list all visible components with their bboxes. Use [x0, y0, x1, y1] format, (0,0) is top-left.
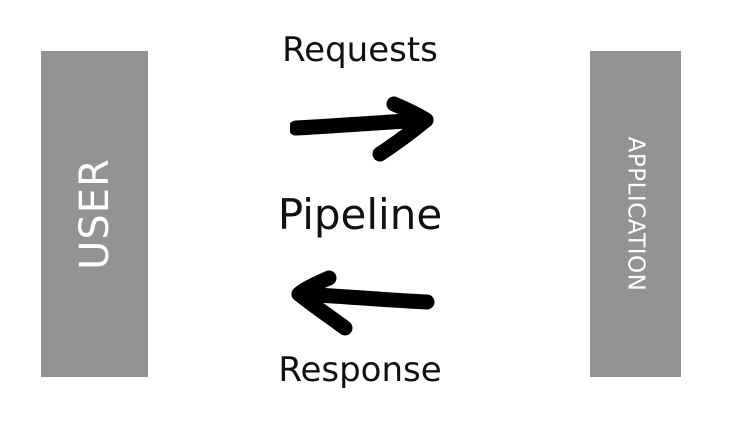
response-label: Response — [278, 350, 442, 390]
user-label: USER — [71, 158, 118, 270]
application-label: APPLICATION — [622, 136, 649, 292]
requests-label: Requests — [282, 30, 438, 70]
application-box: APPLICATION — [590, 51, 681, 377]
request-arrow-right-icon — [290, 96, 434, 162]
response-arrow-left-icon — [291, 270, 435, 336]
user-box: USER — [41, 51, 148, 377]
pipeline-label: Pipeline — [277, 190, 443, 239]
